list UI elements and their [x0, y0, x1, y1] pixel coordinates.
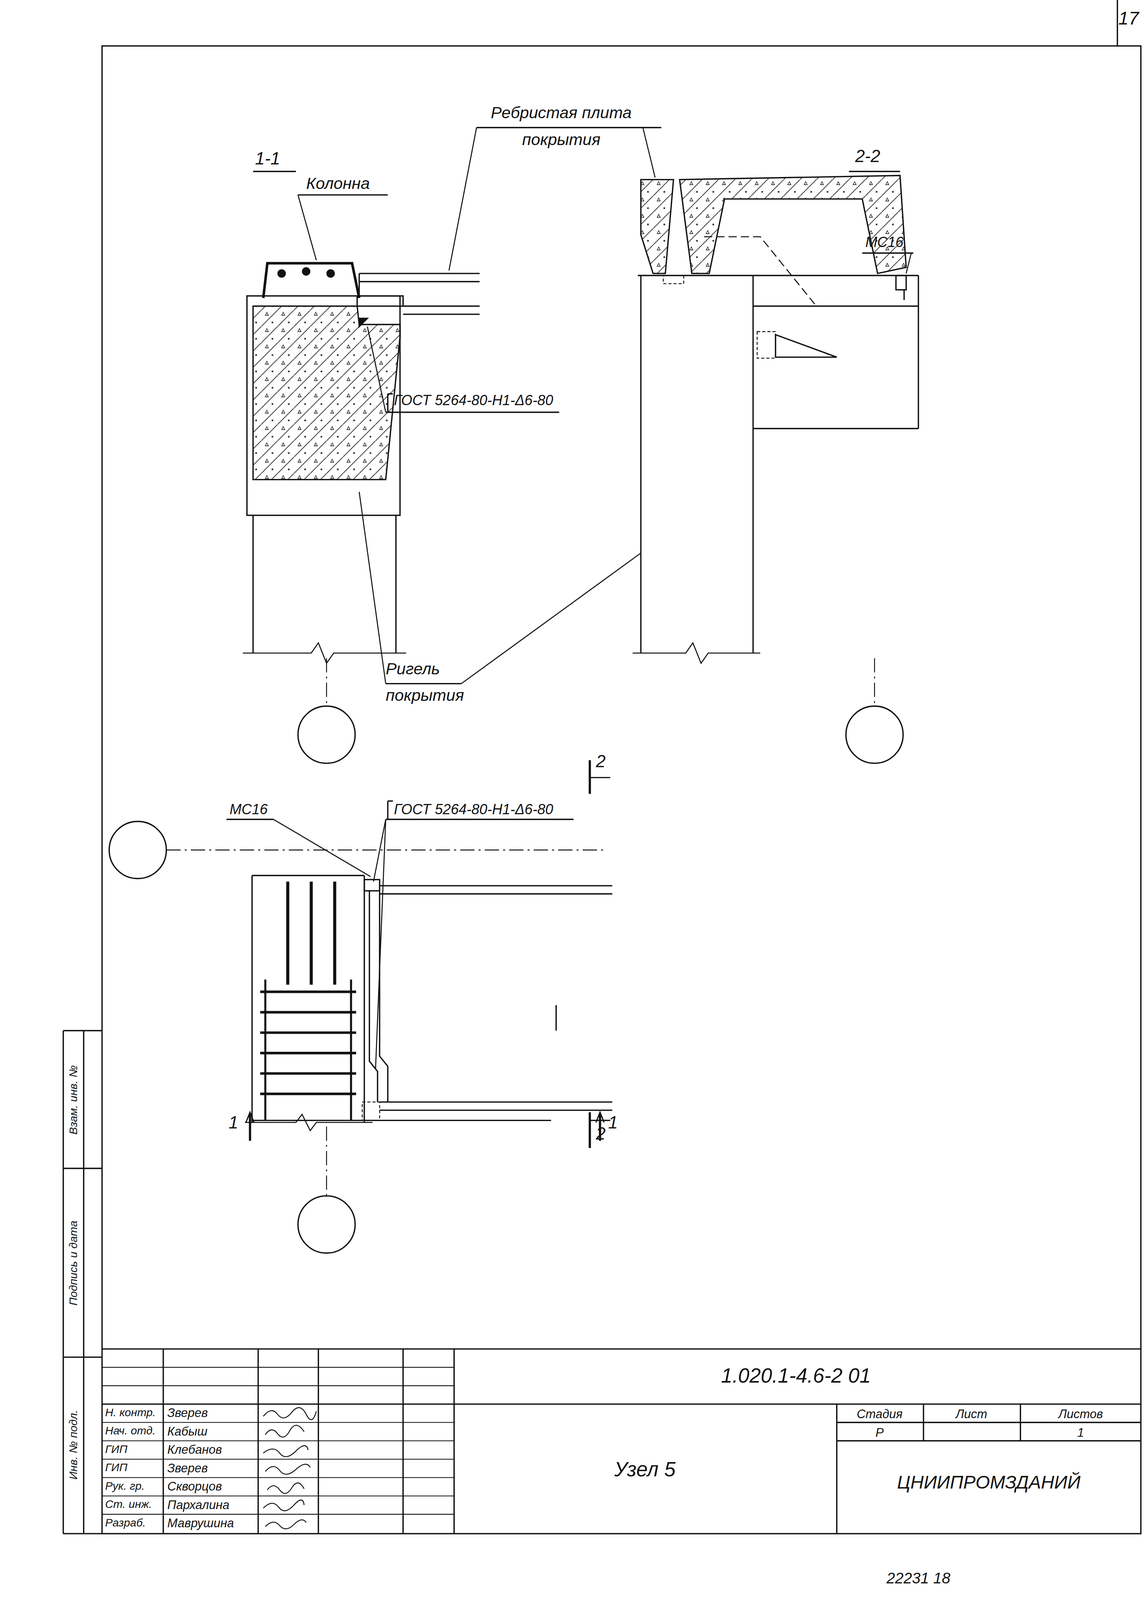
section-mark: 1	[607, 1113, 618, 1135]
section-mark: 2	[595, 751, 606, 773]
stamp-name: Клебанов	[167, 1442, 222, 1458]
column-section	[242, 263, 406, 764]
callout-label: Ригель покрытия	[385, 656, 470, 709]
section-mark: 2	[595, 1124, 606, 1146]
weld-label: ГОСТ 5264-80-Н1-Δ6-80	[393, 800, 554, 818]
weld-label: ГОСТ 5264-80-Н1-Δ6-80	[393, 391, 554, 409]
part-label: МС16	[229, 800, 268, 818]
callout-label: Колонна	[305, 173, 370, 194]
stamp-value: 1	[1077, 1425, 1084, 1441]
stamp-role: Н. контр.	[105, 1406, 156, 1420]
slab-section	[640, 175, 907, 306]
organization-name: ЦНИИПРОМЗДАНИЙ	[896, 1472, 1081, 1495]
stamp-role: ГИП	[105, 1461, 128, 1475]
stamp-role: Рук. гр.	[105, 1479, 145, 1494]
part-label: МС16	[865, 233, 904, 251]
frame-line	[1116, 0, 1118, 46]
section-label: 1-1	[254, 149, 280, 170]
section-mark: 1	[228, 1113, 238, 1135]
stamp-name: Зверев	[167, 1461, 208, 1476]
plan-view	[109, 821, 613, 1254]
stamp-name: Зверев	[167, 1406, 208, 1421]
section-label: 2-2	[855, 147, 880, 169]
page-number: 17	[1118, 8, 1139, 31]
section-marks	[245, 760, 611, 1148]
stamp-value: Р	[875, 1425, 884, 1441]
sheet-frame	[101, 45, 1141, 1534]
drawing-title: Узел 5	[614, 1457, 676, 1482]
stamp-name: Кабыш	[167, 1424, 208, 1440]
title-block	[101, 1349, 1141, 1534]
stamp-role: ГИП	[105, 1442, 128, 1457]
stamp-role: Нач. отд.	[105, 1424, 156, 1439]
stamp-role: Разраб.	[105, 1516, 146, 1530]
archive-number: 22231 18	[886, 1569, 951, 1588]
slab-side	[356, 273, 480, 327]
stamp-name: Скворцов	[167, 1479, 222, 1495]
leader	[298, 194, 317, 261]
stamp-name: Пархалина	[167, 1497, 230, 1513]
stamp-field: Листов	[1058, 1407, 1103, 1422]
callout-label: Ребристая плита покрытия	[474, 100, 648, 153]
stamp-name: Маврушина	[167, 1516, 234, 1532]
stamp-field: Лист	[955, 1407, 988, 1422]
stamp-field: Стадия	[856, 1407, 903, 1422]
stamp-role: Ст. инж.	[105, 1497, 152, 1512]
stamp-field: Подпись и дата	[66, 1220, 81, 1306]
stamp-field: Взам. инв. №	[66, 1065, 81, 1135]
drawing-code: 1.020.1-4.6-2 01	[721, 1363, 871, 1388]
stamp-field: Инв. № подл.	[66, 1410, 81, 1480]
signatures	[263, 1407, 317, 1530]
side-stamp	[63, 1030, 102, 1534]
rigel-section	[632, 275, 919, 764]
leader	[298, 194, 388, 196]
